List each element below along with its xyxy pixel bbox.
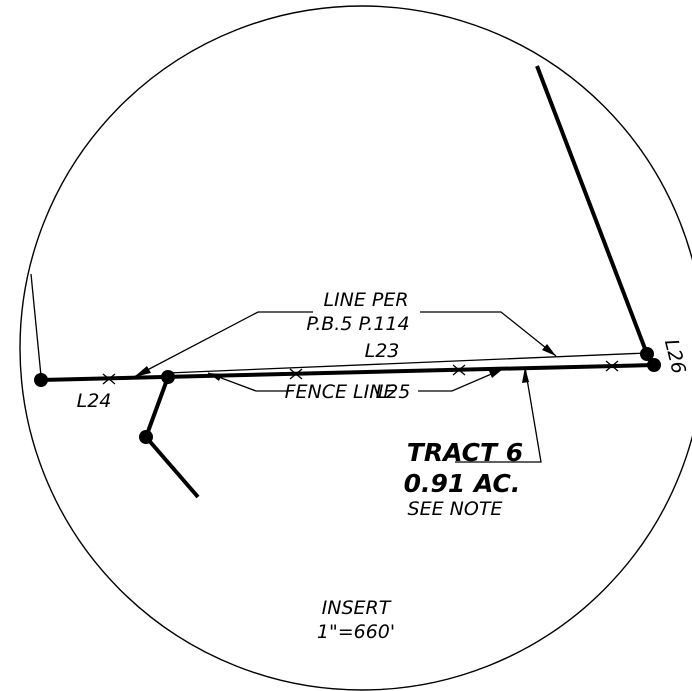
lower-left-boundary-line: [143, 376, 200, 499]
label-see-note: SEE NOTE: [408, 498, 503, 520]
survey-point: [34, 373, 48, 387]
survey-point: [640, 347, 654, 361]
fence-marker: [605, 360, 619, 372]
fence-line-arrow-left: [208, 373, 222, 381]
fence-marker: [452, 364, 466, 376]
label-l24: L24: [77, 390, 112, 412]
label-insert: INSERT: [322, 597, 392, 619]
main-boundary-line: [40, 363, 655, 382]
tract-leader: [455, 366, 542, 463]
survey-points: [34, 347, 661, 444]
survey-point: [139, 430, 153, 444]
label-line-per: LINE PER: [323, 289, 408, 311]
label-fence-line: FENCE LINE: [285, 381, 396, 403]
fence-line-leader-right: [418, 368, 504, 392]
survey-point: [647, 358, 661, 372]
left-boundary-line: [30, 273, 42, 377]
label-tract: TRACT 6: [407, 438, 523, 467]
label-l25: L25: [376, 381, 411, 403]
line-per-leader-right: [420, 311, 557, 357]
fence-line-arrow-right: [489, 369, 503, 378]
upper-right-boundary-line: [535, 65, 649, 355]
label-l26: L26: [660, 337, 690, 376]
label-plat-book: P.B.5 P.114: [306, 313, 409, 335]
fence-marker: [102, 373, 116, 385]
tract-arrow: [522, 367, 529, 383]
survey-point: [161, 370, 175, 384]
label-acreage: 0.91 AC.: [404, 469, 521, 498]
line-per-leader-left: [133, 311, 313, 378]
recorded-line-l23: [167, 352, 648, 374]
fence-marker: [289, 368, 303, 380]
fence-line-leader-left: [207, 372, 290, 392]
fence-markers: [102, 360, 619, 385]
line-per-arrow-right: [542, 344, 556, 356]
label-scale: 1"=660': [317, 621, 395, 643]
insert-circle: [19, 5, 692, 691]
label-l23: L23: [365, 340, 400, 362]
line-per-arrow-left: [134, 366, 151, 377]
